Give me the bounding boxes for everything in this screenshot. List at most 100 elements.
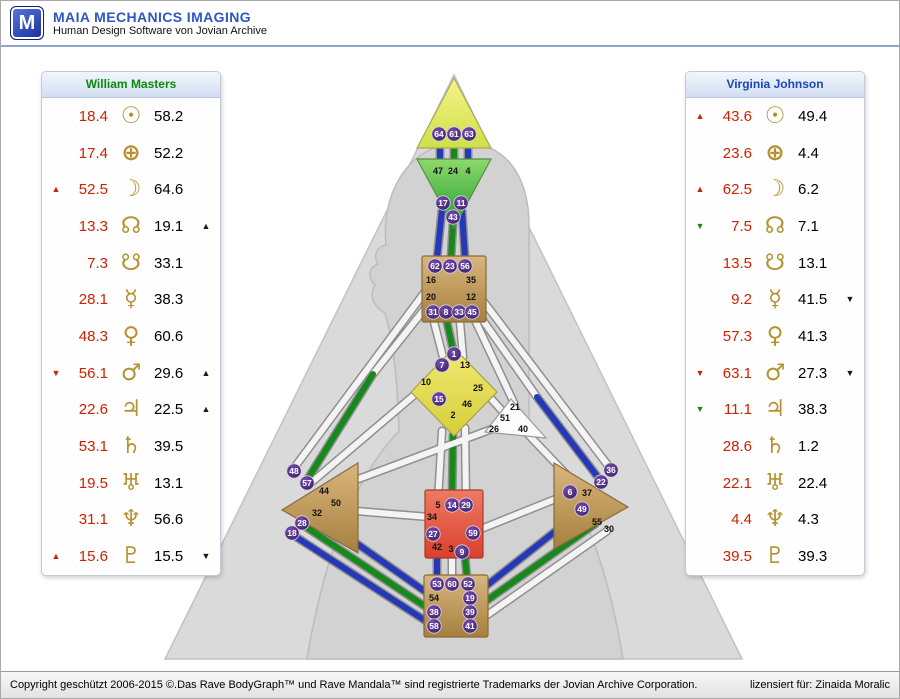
design-value: 31.1 (78, 511, 108, 529)
gate-2[interactable]: 2 (450, 410, 455, 420)
planet-row-earth: 23.6⊕4.4 (686, 141, 864, 165)
design-value: 52.5 (78, 181, 108, 199)
gate-49[interactable]: 49 (574, 501, 590, 517)
gate-5[interactable]: 5 (435, 500, 440, 510)
svg-text:3: 3 (448, 544, 453, 554)
gate-54[interactable]: 54 (429, 593, 439, 603)
gate-22[interactable]: 22 (593, 474, 609, 490)
g-center[interactable] (410, 347, 498, 437)
gate-38[interactable]: 38 (426, 604, 442, 620)
gate-40[interactable]: 40 (518, 424, 528, 434)
gate-58[interactable]: 58 (426, 618, 442, 634)
gate-61[interactable]: 61 (446, 126, 462, 142)
gate-7[interactable]: 7 (434, 357, 450, 373)
gate-20[interactable]: 20 (426, 292, 436, 302)
gate-34[interactable]: 34 (427, 512, 437, 522)
venus-icon: ♀ (122, 322, 140, 349)
design-value: 39.5 (722, 548, 752, 566)
copyright-text: Copyright geschützt 2006-2015 ©.Das Rave… (10, 679, 698, 691)
heart-center[interactable] (483, 398, 548, 439)
planet-row-pluto: 39.5♇39.3 (686, 545, 864, 568)
gate-46[interactable]: 46 (462, 399, 472, 409)
svg-text:45: 45 (467, 307, 477, 317)
svg-text:38: 38 (429, 607, 439, 617)
svg-text:61: 61 (449, 129, 459, 139)
gate-57[interactable]: 57 (299, 475, 315, 491)
gate-29[interactable]: 29 (458, 497, 474, 513)
solar-plexus-center[interactable] (553, 461, 630, 551)
gate-62[interactable]: 62 (427, 258, 443, 274)
gate-41[interactable]: 41 (462, 618, 478, 634)
gate-8[interactable]: 8 (438, 304, 454, 320)
gate-12[interactable]: 12 (466, 292, 476, 302)
header: M MAIA MECHANICS IMAGING Human Design So… (1, 1, 899, 47)
gate-16[interactable]: 16 (426, 275, 436, 285)
gate-6[interactable]: 6 (562, 484, 578, 500)
gate-56[interactable]: 56 (457, 258, 473, 274)
svg-text:26: 26 (489, 424, 499, 434)
svg-text:31: 31 (428, 307, 438, 317)
gate-48[interactable]: 48 (286, 463, 302, 479)
gate-43[interactable]: 43 (445, 209, 461, 225)
gate-37[interactable]: 37 (582, 488, 592, 498)
gate-26[interactable]: 26 (489, 424, 499, 434)
personality-value: 4.3 (798, 511, 819, 529)
gate-15[interactable]: 15 (431, 391, 447, 407)
gate-50[interactable]: 50 (331, 498, 341, 508)
spleen-center[interactable] (280, 461, 359, 555)
gate-17[interactable]: 17 (435, 195, 451, 211)
gate-14[interactable]: 14 (444, 497, 460, 513)
gate-33[interactable]: 33 (451, 304, 467, 320)
gate-39[interactable]: 39 (462, 604, 478, 620)
design-value: 56.1 (78, 364, 108, 382)
gate-36[interactable]: 36 (603, 462, 619, 478)
svg-text:35: 35 (466, 275, 476, 285)
gate-32[interactable]: 32 (312, 508, 322, 518)
gate-10[interactable]: 10 (421, 377, 431, 387)
svg-text:49: 49 (577, 504, 587, 514)
svg-text:57: 57 (302, 478, 312, 488)
gate-60[interactable]: 60 (444, 576, 460, 592)
gate-64[interactable]: 64 (431, 126, 447, 142)
gate-18[interactable]: 18 (284, 525, 300, 541)
personality-value: 60.6 (154, 327, 184, 345)
gate-42[interactable]: 42 (432, 542, 442, 552)
gate-24[interactable]: 24 (448, 166, 458, 176)
gate-9[interactable]: 9 (454, 544, 470, 560)
design-arrow: ▲ (51, 551, 61, 562)
gate-63[interactable]: 63 (461, 126, 477, 142)
gate-47[interactable]: 47 (433, 166, 443, 176)
gate-30[interactable]: 30 (604, 524, 614, 534)
design-value: 28.1 (78, 291, 108, 309)
gate-23[interactable]: 23 (442, 258, 458, 274)
gate-3[interactable]: 3 (448, 544, 453, 554)
mars-icon: ♂ (764, 359, 786, 386)
gate-13[interactable]: 13 (460, 360, 470, 370)
gate-44[interactable]: 44 (319, 486, 329, 496)
design-value: 43.6 (722, 107, 752, 125)
gate-27[interactable]: 27 (425, 526, 441, 542)
svg-text:56: 56 (460, 261, 470, 271)
gate-19[interactable]: 19 (462, 590, 478, 606)
planet-row-jupiter: ▼11.1♃38.3 (686, 398, 864, 421)
gate-52[interactable]: 52 (460, 576, 476, 592)
gate-1[interactable]: 1 (446, 346, 462, 362)
gate-45[interactable]: 45 (464, 304, 480, 320)
design-value: 23.6 (722, 144, 752, 162)
gate-35[interactable]: 35 (466, 275, 476, 285)
gate-4[interactable]: 4 (465, 166, 470, 176)
design-value: 9.2 (731, 291, 752, 309)
gate-55[interactable]: 55 (592, 517, 602, 527)
svg-text:33: 33 (454, 307, 464, 317)
gate-59[interactable]: 59 (465, 525, 481, 541)
gate-53[interactable]: 53 (429, 576, 445, 592)
gate-21[interactable]: 21 (510, 402, 520, 412)
gate-28[interactable]: 28 (294, 515, 310, 531)
gate-31[interactable]: 31 (425, 304, 441, 320)
gate-51[interactable]: 51 (500, 413, 510, 423)
gate-11[interactable]: 11 (453, 195, 469, 211)
gate-25[interactable]: 25 (473, 383, 483, 393)
ajna-center[interactable] (415, 158, 493, 230)
